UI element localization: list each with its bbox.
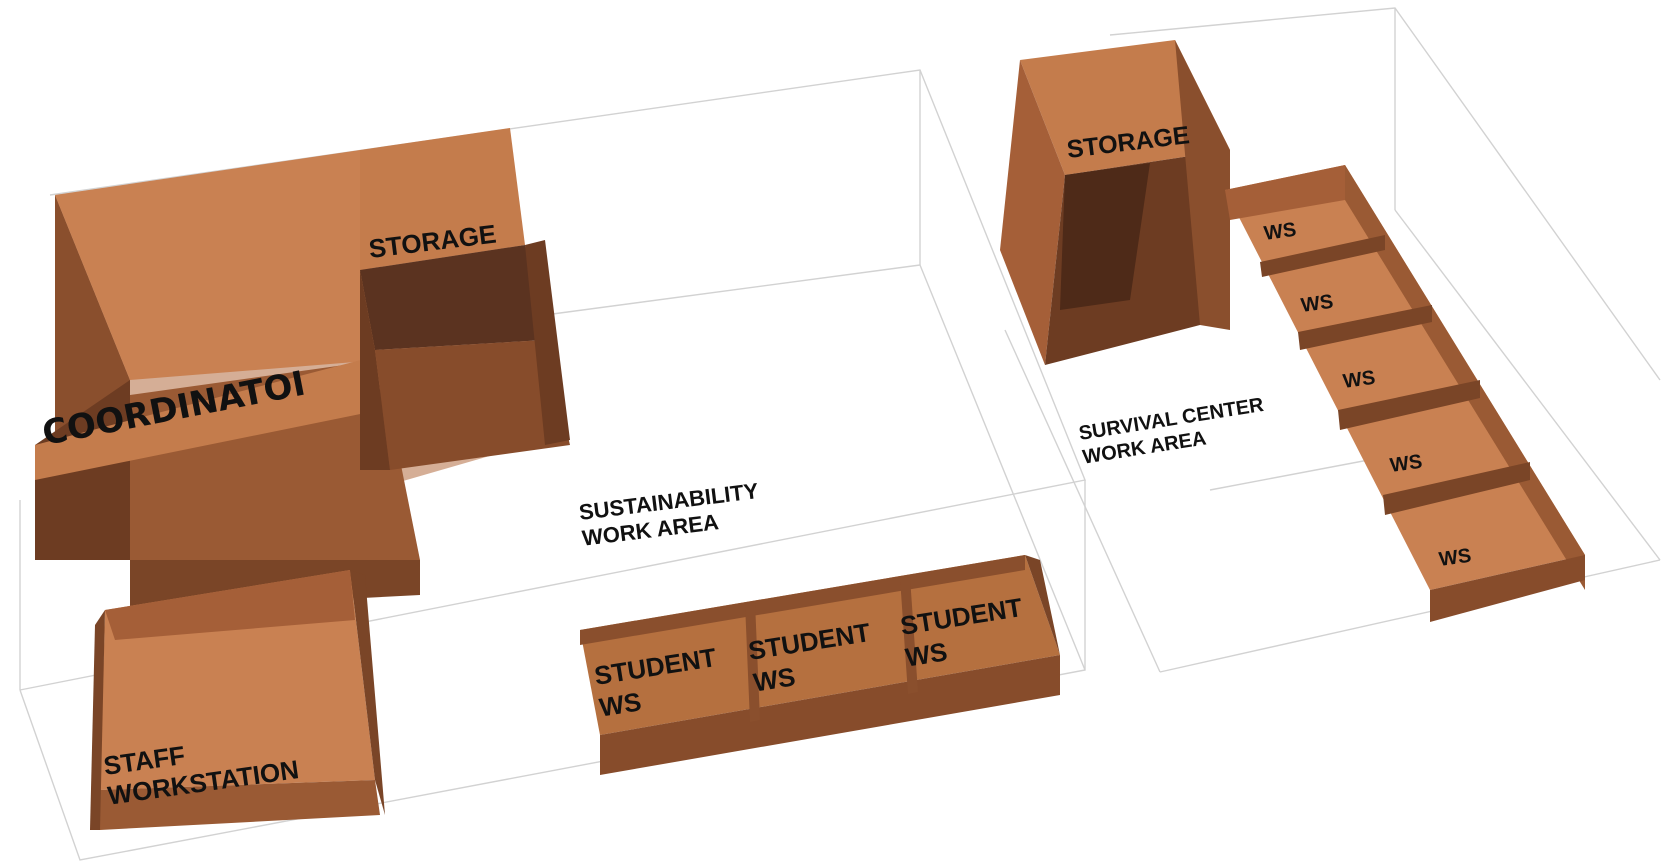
survival-zone-label: SURVIVAL CENTER WORK AREA bbox=[1077, 394, 1265, 469]
ws-label-1: WS bbox=[1263, 219, 1298, 245]
student-ws-2-line2: WS bbox=[751, 661, 797, 697]
ws-label-4: WS bbox=[1389, 451, 1424, 477]
storage-left bbox=[360, 128, 570, 470]
ws-label-2: WS bbox=[1300, 291, 1335, 317]
student-ws-row bbox=[580, 555, 1060, 775]
student-ws-1-line2: WS bbox=[597, 686, 643, 722]
ws-label-5: WS bbox=[1438, 545, 1473, 571]
ws-label-3: WS bbox=[1342, 367, 1377, 393]
storage-right bbox=[1000, 40, 1230, 365]
ws-stack bbox=[1225, 165, 1585, 622]
staff-workstation bbox=[90, 570, 385, 830]
student-ws-3-line2: WS bbox=[903, 636, 949, 672]
sustainability-zone-label: SUSTAINABILITY WORK AREA bbox=[578, 478, 761, 551]
